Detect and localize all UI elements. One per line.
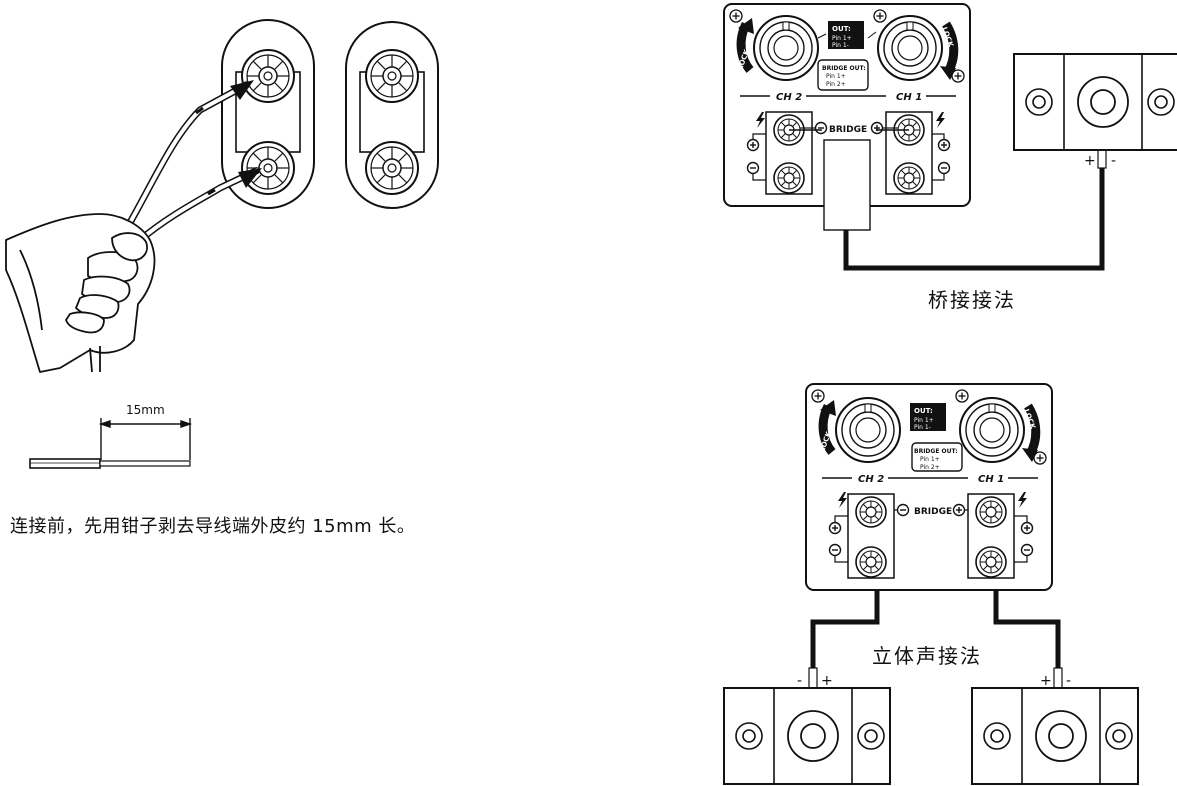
svg-text:CH 2: CH 2 bbox=[776, 92, 802, 103]
stereo-amp-panel: LOCK LOCK OUT: Pin 1+ Pin 1- BRIDGE OUT:… bbox=[805, 383, 1053, 591]
svg-text:Pin 1+: Pin 1+ bbox=[920, 456, 940, 463]
bridge-wiring bbox=[789, 129, 1107, 271]
svg-text:Pin 2+: Pin 2+ bbox=[826, 81, 846, 88]
svg-text:+: + bbox=[1040, 673, 1052, 689]
svg-text:BRIDGE OUT:: BRIDGE OUT: bbox=[914, 448, 958, 455]
lower-terminal-post bbox=[241, 141, 295, 195]
svg-text:OUT:: OUT: bbox=[914, 407, 933, 415]
svg-text:Pin 1-: Pin 1- bbox=[832, 42, 849, 49]
wire-arrow-upper bbox=[230, 80, 254, 100]
strip-instruction-caption: 连接前，先用钳子剥去导线端外皮约 15mm 长。 bbox=[10, 516, 416, 537]
hand-illustration bbox=[5, 213, 156, 373]
svg-text:+: + bbox=[821, 673, 833, 689]
ch1-speakon bbox=[877, 15, 943, 81]
stereo-ch1-speakon bbox=[959, 397, 1025, 463]
upper-terminal-post bbox=[241, 49, 295, 103]
svg-text:-: - bbox=[797, 673, 802, 689]
stereo-speaker-right bbox=[971, 687, 1139, 785]
svg-text:BRIDGE: BRIDGE bbox=[914, 507, 952, 517]
svg-text:Pin 1+: Pin 1+ bbox=[832, 35, 852, 42]
svg-text:Pin 1+: Pin 1+ bbox=[914, 417, 934, 424]
bridge-speaker bbox=[1013, 53, 1177, 151]
svg-text:CH 1: CH 1 bbox=[896, 92, 922, 103]
svg-text:BRIDGE: BRIDGE bbox=[829, 125, 867, 135]
terminal-pair-rear bbox=[345, 21, 439, 209]
svg-text:CH 2: CH 2 bbox=[858, 474, 884, 485]
svg-text:-: - bbox=[1066, 673, 1071, 689]
stereo-mode-title: 立体声接法 bbox=[872, 644, 982, 668]
svg-text:Pin 1-: Pin 1- bbox=[914, 424, 931, 431]
stereo-ch2-speakon bbox=[835, 397, 901, 463]
svg-text:Pin 2+: Pin 2+ bbox=[920, 464, 940, 471]
svg-text:-: - bbox=[1111, 153, 1116, 169]
bridge-amp-panel: LOCK LOCK OUT: Pin 1+ Pin 1- BRIDGE OUT:… bbox=[723, 3, 971, 207]
svg-text:OUT:: OUT: bbox=[832, 25, 851, 33]
svg-text:Pin 1+: Pin 1+ bbox=[826, 73, 846, 80]
wire-arrow-lower bbox=[238, 168, 262, 188]
svg-text:BRIDGE OUT:: BRIDGE OUT: bbox=[822, 65, 866, 72]
stereo-wiring bbox=[810, 590, 1061, 672]
svg-text:+: + bbox=[1084, 153, 1096, 169]
strip-length-diagram bbox=[29, 418, 193, 469]
stereo-speaker-left bbox=[723, 687, 891, 785]
ch2-speakon bbox=[753, 15, 819, 81]
strip-length-label: 15mm bbox=[126, 403, 165, 417]
speaker-wire-pair bbox=[116, 80, 262, 243]
svg-text:CH 1: CH 1 bbox=[978, 474, 1004, 485]
bridge-mode-title: 桥接接法 bbox=[928, 288, 1016, 312]
